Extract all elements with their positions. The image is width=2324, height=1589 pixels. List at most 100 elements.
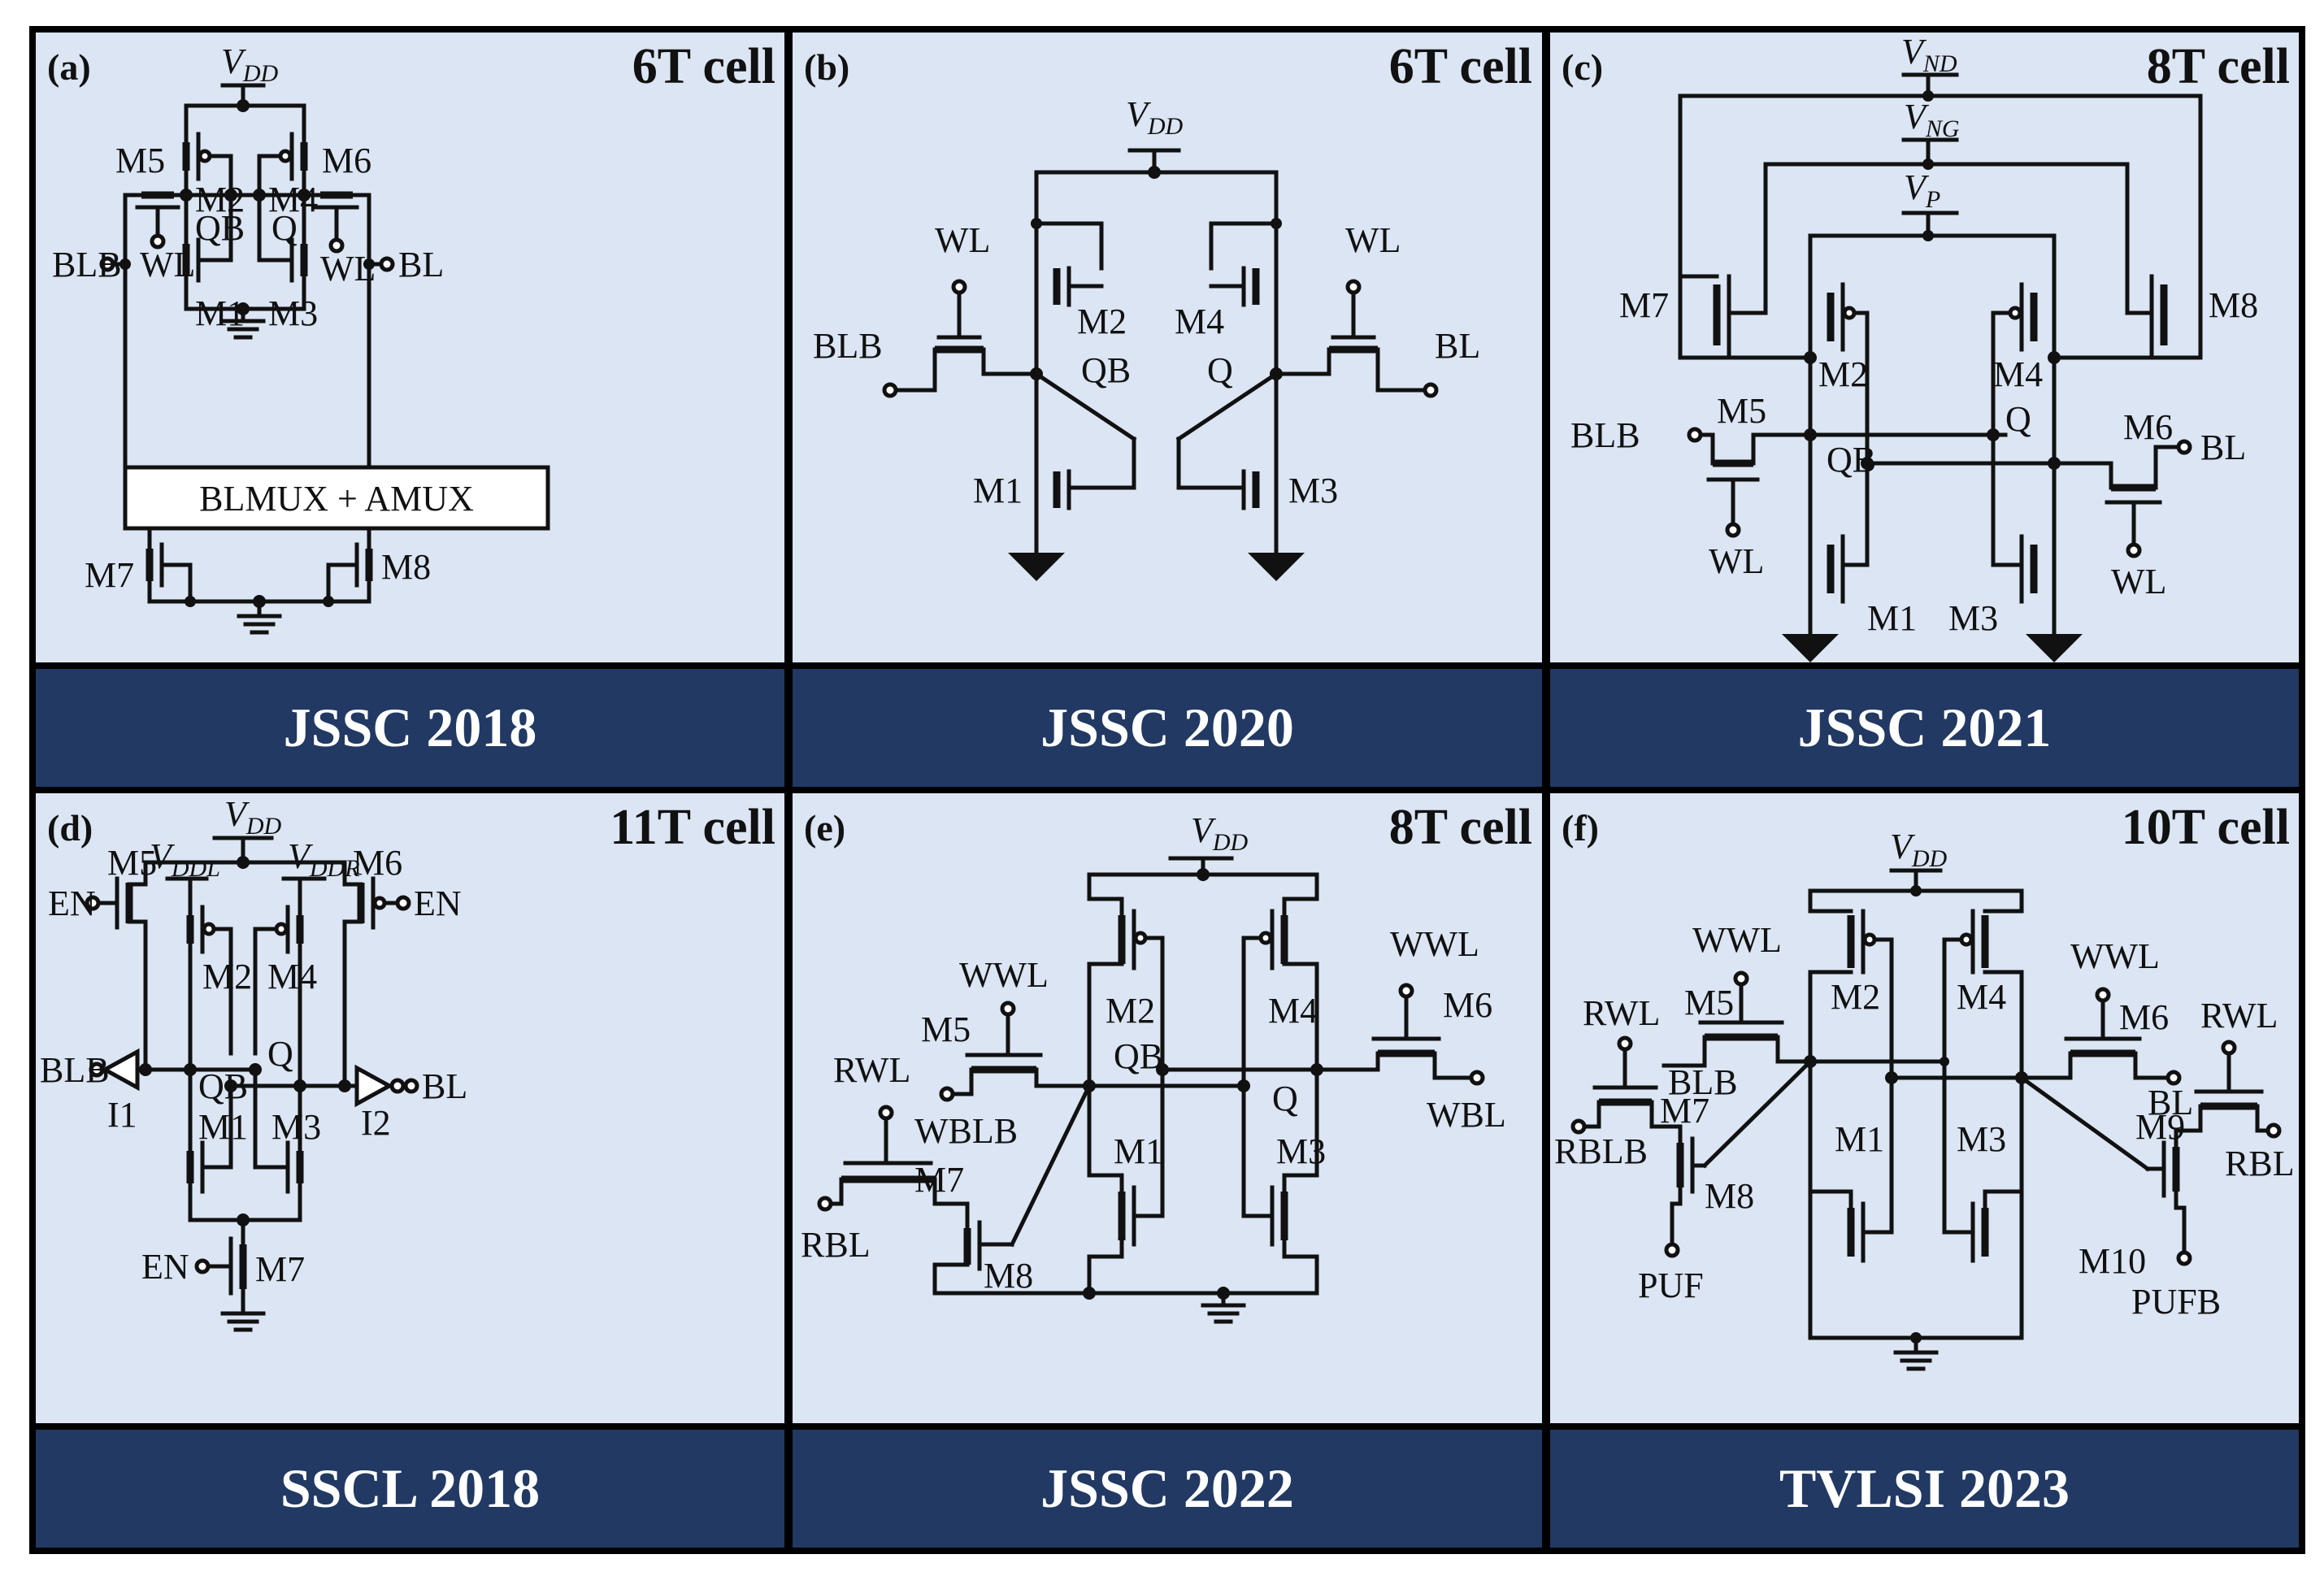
svg-text:M4: M4 <box>1957 977 2006 1017</box>
panel-title: 6T cell <box>1389 39 1532 94</box>
svg-text:M4: M4 <box>267 957 317 996</box>
svg-text:M7: M7 <box>85 555 134 595</box>
caption-d: SSCL 2018 <box>36 1430 784 1548</box>
svg-text:BLB: BLB <box>40 1050 110 1090</box>
svg-text:M1: M1 <box>1867 598 1917 638</box>
svg-text:VDD: VDD <box>1191 810 1249 856</box>
svg-text:WWL: WWL <box>1390 924 1479 964</box>
svg-text:Q: Q <box>1272 1079 1298 1118</box>
circuit-d: (d) 11T cell VDD M5 EN <box>40 794 775 1332</box>
svg-text:M2: M2 <box>195 180 245 219</box>
svg-text:BLB: BLB <box>1570 415 1640 455</box>
svg-text:BL: BL <box>1435 326 1480 366</box>
svg-text:VDD: VDD <box>1890 827 1948 872</box>
circuit-f: (f) 10T cell VDD M2 <box>1554 800 2295 1371</box>
svg-text:M2: M2 <box>1818 354 1868 394</box>
svg-text:M8: M8 <box>984 1256 1033 1296</box>
svg-text:M7: M7 <box>914 1160 964 1200</box>
panel-c: (c) 8T cell VND VNG VP <box>1550 32 2299 662</box>
panel-b: (b) 6T cell VDD M2 QB M4 <box>793 33 1542 662</box>
svg-text:M3: M3 <box>1957 1119 2006 1159</box>
svg-text:M2: M2 <box>1077 302 1127 341</box>
svg-text:VDD: VDD <box>221 41 279 87</box>
svg-text:RWL: RWL <box>2200 996 2278 1035</box>
svg-text:WL: WL <box>2111 562 2166 601</box>
svg-text:M7: M7 <box>255 1249 305 1289</box>
svg-text:WWL: WWL <box>2070 936 2160 976</box>
svg-text:M10: M10 <box>2079 1241 2146 1281</box>
svg-text:RBLB: RBLB <box>1554 1131 1648 1171</box>
panel-label: (e) <box>804 807 845 849</box>
panel-title: 8T cell <box>2147 39 2290 94</box>
svg-text:QB: QB <box>1827 440 1876 480</box>
svg-text:PUF: PUF <box>1638 1266 1704 1305</box>
panel-title: 8T cell <box>1389 800 1532 855</box>
svg-text:M6: M6 <box>322 141 371 180</box>
svg-text:M4: M4 <box>268 180 318 219</box>
svg-text:M6: M6 <box>353 843 402 883</box>
svg-text:M4: M4 <box>1175 302 1224 341</box>
svg-text:RBL: RBL <box>801 1225 871 1265</box>
svg-text:QB: QB <box>1114 1036 1163 1076</box>
svg-text:M2: M2 <box>1831 977 1880 1017</box>
svg-text:BLB: BLB <box>813 326 883 366</box>
panel-e: (e) 8T cell VDD M2 <box>793 793 1542 1423</box>
svg-text:BLB: BLB <box>52 245 122 284</box>
svg-text:M5: M5 <box>115 141 165 180</box>
panel-title: 10T cell <box>2122 800 2290 855</box>
panel-title: 11T cell <box>610 800 775 855</box>
svg-text:WL: WL <box>1709 541 1764 581</box>
panel-label: (d) <box>47 807 93 849</box>
svg-text:M6: M6 <box>2119 997 2169 1037</box>
svg-text:VDD: VDD <box>224 794 282 840</box>
figure: (a) 6T cell VDD M2 M1 <box>29 26 2305 1554</box>
svg-text:Q: Q <box>267 1034 293 1074</box>
panel-label: (b) <box>804 46 849 88</box>
svg-text:M8: M8 <box>1705 1176 1754 1216</box>
svg-text:M7: M7 <box>1619 285 1669 325</box>
svg-text:VND: VND <box>1901 32 1957 77</box>
svg-text:QB: QB <box>198 1066 248 1106</box>
svg-text:Q: Q <box>1207 350 1233 390</box>
svg-text:VP: VP <box>1904 167 1940 213</box>
circuit-c: (c) 8T cell VND VNG VP <box>1562 32 2290 662</box>
svg-text:QB: QB <box>195 208 245 248</box>
svg-text:M5: M5 <box>1684 983 1734 1022</box>
caption-e: JSSC 2022 <box>793 1430 1542 1548</box>
svg-text:M3: M3 <box>271 1107 321 1147</box>
svg-text:EN: EN <box>414 884 462 923</box>
svg-text:WL: WL <box>140 245 195 284</box>
svg-text:VDDL: VDDL <box>150 836 220 882</box>
circuit-b: (b) 6T cell VDD M2 QB M4 <box>804 39 1532 581</box>
svg-text:WBL: WBL <box>1427 1095 1506 1135</box>
caption-a: JSSC 2018 <box>36 669 784 787</box>
svg-text:BL: BL <box>422 1066 467 1106</box>
svg-text:M1: M1 <box>1835 1119 1884 1159</box>
svg-text:M3: M3 <box>1948 598 1998 638</box>
svg-text:M5: M5 <box>1717 391 1766 431</box>
svg-text:VDD: VDD <box>1126 94 1184 140</box>
svg-text:WWL: WWL <box>959 955 1049 995</box>
caption-c: JSSC 2021 <box>1550 669 2299 787</box>
svg-text:Q: Q <box>2005 399 2031 439</box>
svg-text:WL: WL <box>935 220 990 260</box>
svg-text:RWL: RWL <box>833 1050 910 1090</box>
svg-text:WWL: WWL <box>1692 920 1782 960</box>
svg-text:VDDR: VDDR <box>288 836 360 882</box>
panel-label: (c) <box>1562 46 1603 88</box>
svg-text:BLMUX + AMUX: BLMUX + AMUX <box>199 479 474 519</box>
caption-f: TVLSI 2023 <box>1550 1430 2299 1548</box>
panel-a: (a) 6T cell VDD M2 M1 <box>36 33 784 662</box>
panel-label: (a) <box>47 46 91 88</box>
svg-text:Q: Q <box>271 208 298 248</box>
svg-text:WBLB: WBLB <box>914 1111 1018 1151</box>
svg-text:M2: M2 <box>1106 991 1155 1031</box>
circuit-e: (e) 8T cell VDD M2 <box>801 800 1532 1324</box>
svg-text:BL: BL <box>398 245 444 284</box>
svg-text:RWL: RWL <box>1583 993 1660 1033</box>
svg-text:BL: BL <box>2200 428 2246 467</box>
svg-text:M8: M8 <box>2209 285 2258 325</box>
svg-text:M6: M6 <box>1443 985 1492 1025</box>
panel-title: 6T cell <box>632 39 775 94</box>
svg-text:M1: M1 <box>198 1107 248 1147</box>
